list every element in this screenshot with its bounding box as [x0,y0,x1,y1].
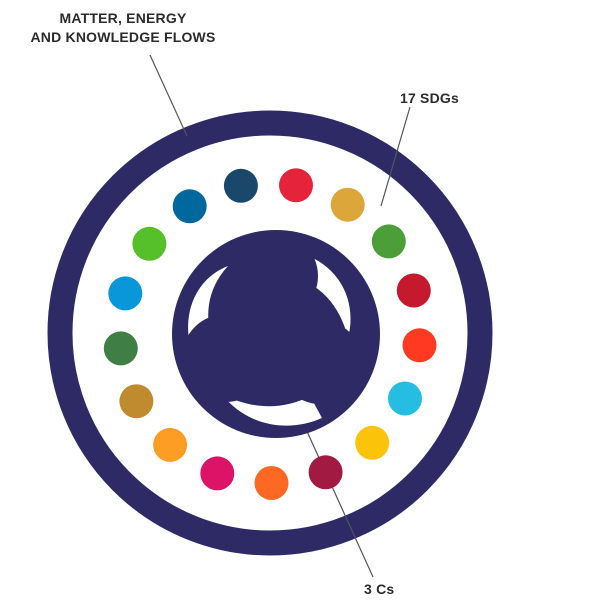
label-flows-line-2: AND KNOWLEDGE FLOWS [30,29,216,45]
leader-line-flows [149,54,188,137]
emblem-swirl-bottom [222,394,322,426]
label-17-sdgs: 17 SDGs [400,90,459,106]
sdg-dot-2 [330,187,365,222]
sdg-dot-6 [388,381,422,416]
sdg-dot-16 [172,189,207,224]
sdg-dot-15 [132,226,167,261]
emblem-comma-head-top [230,232,318,320]
sdg-dot-1 [279,168,313,203]
sdg-dot-17 [223,168,258,203]
sdg-dot-3 [371,224,406,259]
sdg-dot-13 [103,331,138,366]
outer-ring [47,110,493,556]
sdg-dot-7 [355,425,390,460]
label-matter-energy-knowledge-flows: MATTER, ENERGY AND KNOWLEDGE FLOWS [8,9,238,47]
leader-line-3cs [304,426,374,578]
sdg-dot-11 [153,427,188,462]
three-cs-emblem [172,230,380,438]
sdg-dot-12 [119,384,154,419]
sdg-dot-10 [200,456,235,491]
sdg-dot-ring [103,168,437,500]
label-flows-line-1: MATTER, ENERGY [59,10,187,26]
sdg-dot-14 [108,276,143,311]
sdg-dot-5 [402,328,437,363]
emblem-comma-head-right [278,320,362,404]
sdg-dot-8 [308,455,343,490]
label-3-cs: 3 Cs [364,581,395,597]
sdg-dot-9 [254,466,289,500]
sdg-dot-4 [396,273,431,308]
emblem-comma-head-left [182,314,270,402]
leader-line-sdgs [380,106,411,207]
